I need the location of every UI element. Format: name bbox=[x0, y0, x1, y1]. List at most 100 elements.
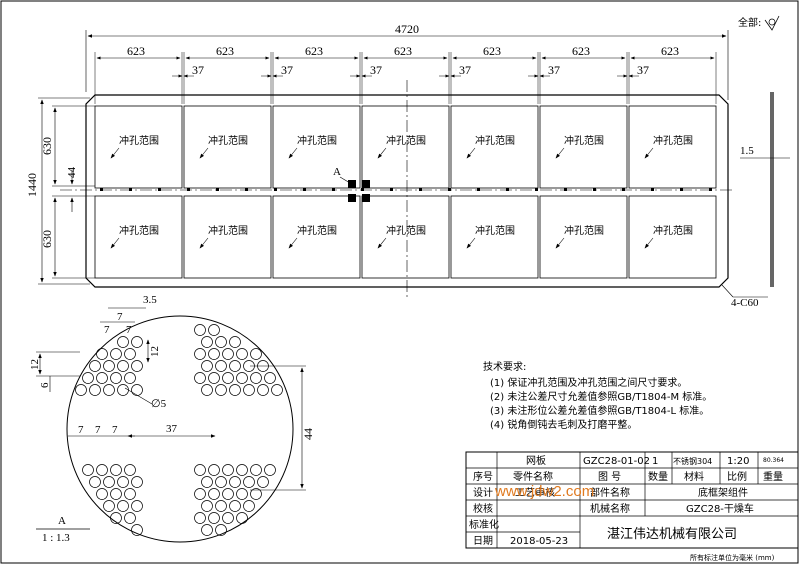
punch-panel bbox=[183, 195, 272, 279]
dim-7-f-text: 7 bbox=[112, 424, 118, 436]
punch-panel bbox=[450, 195, 539, 279]
punch-hole bbox=[124, 488, 136, 500]
punch-hole bbox=[89, 384, 101, 396]
tb-h-part-name: 零件名称 bbox=[513, 470, 553, 483]
center-hole bbox=[680, 188, 683, 191]
dim-panel-width-text: 623 bbox=[394, 44, 412, 58]
punch-hole bbox=[131, 360, 143, 372]
punch-hole bbox=[96, 372, 108, 384]
tb-standard-label: 标准化 bbox=[469, 518, 499, 531]
punch-region-label: 冲孔范围 bbox=[564, 134, 604, 147]
tb-scale: 1:20 bbox=[727, 456, 749, 467]
dim-gap-text: 37 bbox=[637, 63, 649, 77]
punch-hole bbox=[110, 488, 122, 500]
punch-hole bbox=[229, 336, 241, 348]
tech-req-title: 技术要求: bbox=[483, 360, 526, 373]
punch-hole bbox=[124, 348, 136, 360]
punch-hole bbox=[208, 372, 220, 384]
tb-component-label: 部件名称 bbox=[590, 486, 630, 499]
punch-hole bbox=[222, 512, 234, 524]
tb-h-seq: 序号 bbox=[473, 470, 493, 483]
punch-hole bbox=[103, 500, 115, 512]
dim-left: 1440 630 630 44 bbox=[25, 97, 95, 285]
detail-view: 3.5 7 7 7 12 6 12 ∅5 7 7 7 37 44 bbox=[29, 294, 315, 543]
dim-gap-text: 37 bbox=[281, 63, 293, 77]
tb-design-label: 设计 bbox=[473, 486, 493, 499]
punch-hole bbox=[103, 360, 115, 372]
punch-panel bbox=[450, 105, 539, 189]
tb-weight: 80.364 bbox=[763, 457, 784, 464]
punch-hole bbox=[215, 384, 227, 396]
center-hole bbox=[245, 188, 248, 191]
punch-hole bbox=[208, 512, 220, 524]
punch-hole bbox=[229, 360, 241, 372]
punch-region-leader bbox=[555, 237, 565, 249]
tb-component-value: 底框架组件 bbox=[698, 486, 748, 499]
punch-region-leader bbox=[644, 147, 654, 159]
punch-hole bbox=[243, 500, 255, 512]
punch-hole bbox=[236, 348, 248, 360]
center-hole bbox=[477, 188, 480, 191]
dim-total-width-text: 4720 bbox=[395, 22, 419, 36]
detail-marker-label: A bbox=[333, 166, 341, 178]
punch-hole bbox=[89, 476, 101, 488]
center-hole bbox=[419, 188, 422, 191]
punch-panel bbox=[361, 195, 450, 279]
punch-hole bbox=[131, 524, 143, 536]
tb-machine-label: 机械名称 bbox=[590, 502, 630, 515]
punch-hole bbox=[103, 476, 115, 488]
dim-gap-text: 37 bbox=[192, 63, 204, 77]
punch-hole bbox=[208, 464, 220, 476]
punch-hole bbox=[82, 372, 94, 384]
center-hole bbox=[332, 188, 335, 191]
punch-region-leader bbox=[110, 147, 120, 159]
punch-panel bbox=[539, 105, 628, 189]
dim-total-width: 4720 bbox=[85, 22, 729, 100]
tb-h-scale: 比例 bbox=[727, 470, 747, 483]
dim-middle-gap-text: 44 bbox=[66, 167, 78, 179]
punch-hole bbox=[208, 324, 220, 336]
punch-hole bbox=[117, 500, 129, 512]
tech-req-item-2: (2) 未注公差尺寸允差值参照GB/T1804-M 标准。 bbox=[490, 390, 712, 403]
punch-hole bbox=[131, 476, 143, 488]
dim-total-height-text: 1440 bbox=[25, 173, 39, 197]
punch-hole bbox=[117, 360, 129, 372]
dim-12-right-text: 12 bbox=[149, 346, 161, 357]
center-hole bbox=[709, 188, 712, 191]
punch-hole bbox=[75, 384, 87, 396]
punch-hole bbox=[257, 384, 269, 396]
punch-panel bbox=[628, 195, 717, 279]
punch-region-leader bbox=[555, 147, 565, 159]
punch-hole bbox=[215, 500, 227, 512]
punch-hole bbox=[264, 464, 276, 476]
center-hole bbox=[506, 188, 509, 191]
tb-h-weight: 重量 bbox=[763, 470, 783, 483]
punch-hole bbox=[201, 336, 213, 348]
punch-hole bbox=[222, 348, 234, 360]
center-hole bbox=[274, 188, 277, 191]
center-hole-marks bbox=[100, 188, 712, 191]
detail-scale-text: 1 : 1.3 bbox=[42, 532, 70, 544]
punch-hole bbox=[229, 476, 241, 488]
punch-hole bbox=[96, 464, 108, 476]
punch-hole bbox=[124, 372, 136, 384]
punch-hole bbox=[222, 372, 234, 384]
watermark: www.jdw2.com bbox=[494, 483, 594, 500]
dim-7-d-text: 7 bbox=[78, 424, 84, 436]
punch-hole bbox=[131, 336, 143, 348]
punch-hole bbox=[131, 384, 143, 396]
tb-design-value: 工艺审核 bbox=[515, 486, 555, 499]
tb-h-material: 材料 bbox=[684, 470, 704, 483]
dim-37-text: 37 bbox=[166, 423, 178, 435]
dim-7-b-text: 7 bbox=[104, 324, 110, 336]
tb-h-drawing-no: 图 号 bbox=[598, 471, 621, 483]
punch-hole bbox=[243, 384, 255, 396]
punch-hole bbox=[117, 384, 129, 396]
punch-hole bbox=[215, 360, 227, 372]
center-hole bbox=[564, 188, 567, 191]
dim-panel-height-bottom-text: 630 bbox=[40, 230, 54, 248]
punch-hole bbox=[131, 500, 143, 512]
finish-note: 全部: bbox=[738, 15, 780, 31]
